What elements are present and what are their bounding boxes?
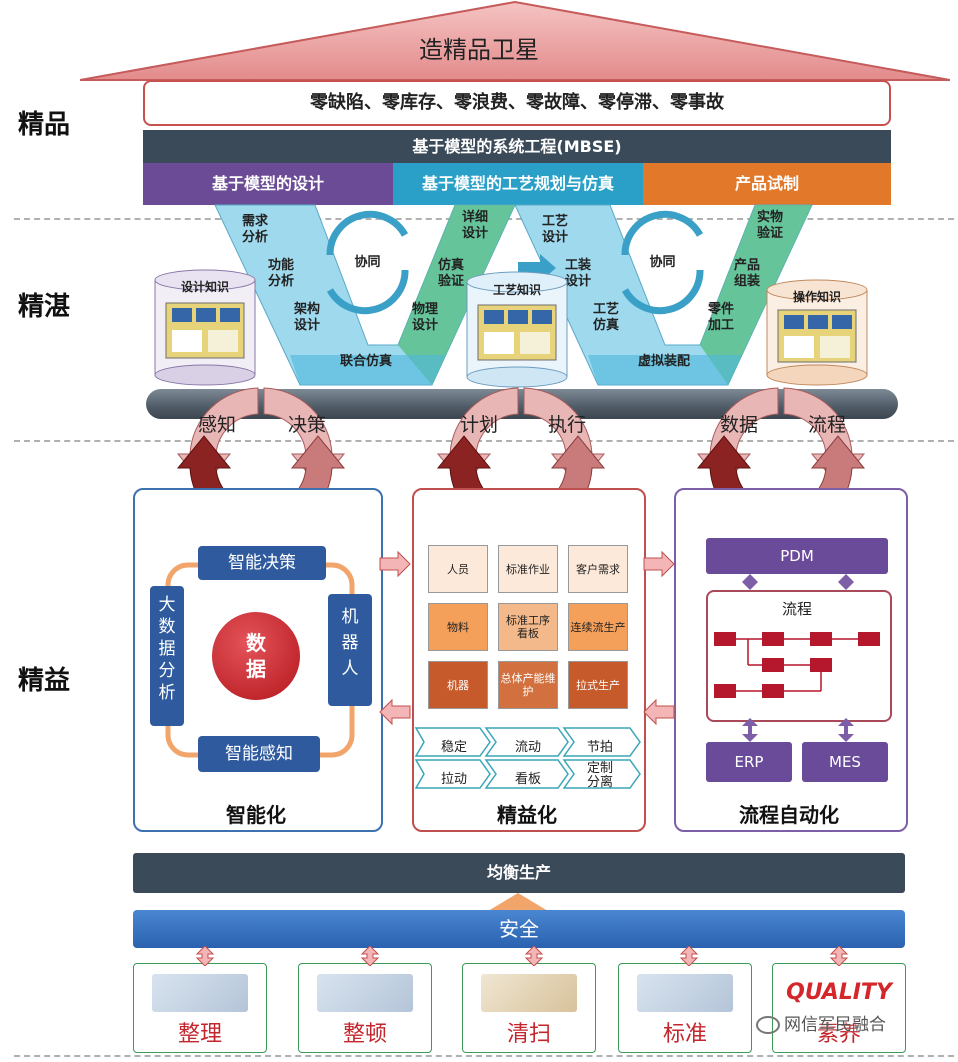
cycle2-label: 执行: [548, 414, 587, 436]
5s-box-seiso: 清扫: [462, 963, 596, 1053]
v1-label: 需求 分析: [241, 214, 268, 245]
watermark: 网信军民融合: [756, 1010, 956, 1035]
lean-grid-cell: 拉式生产: [568, 661, 628, 709]
panel-connector-arrows: [379, 550, 675, 726]
lean-chevrons: [414, 727, 641, 789]
chevron-label: 定制 分离: [586, 761, 613, 790]
cycle3-label: 数据: [720, 414, 759, 436]
bigdata-box: 大 数 据 分 析: [150, 586, 184, 726]
divider: [14, 440, 954, 442]
panel-title-intelligent: 智能化: [226, 803, 286, 827]
v2-bottom-label: 虚拟装配: [637, 354, 690, 369]
5s-connector-arrows: [195, 946, 849, 966]
process-label: 流程: [781, 600, 812, 618]
data-circle: 数 据: [212, 612, 300, 700]
v2-label: 实物 验证: [756, 210, 783, 241]
mes-box: MES: [802, 742, 888, 782]
5s-label: 整理: [177, 1022, 222, 1047]
band-model-design: 基于模型的设计: [143, 163, 393, 205]
5s-box-seiketsu: 标准: [618, 963, 752, 1053]
goals-bar: 零缺陷、零库存、零浪费、零故障、零停滞、零事故: [143, 80, 891, 126]
v1-label: 物理 设计: [411, 302, 438, 333]
lean-grid-cell: 总体产能维 护: [498, 661, 558, 709]
smart-perception-box: 智能感知: [198, 736, 320, 772]
pdm-box: PDM: [706, 538, 888, 574]
robot-box: 机 器 人: [328, 594, 372, 706]
workstations-image: [637, 974, 733, 1012]
v1-bottom-label: 联合仿真: [339, 354, 392, 369]
cleaning-image: [481, 974, 577, 1012]
flow-connectors: [742, 574, 854, 742]
lean-grid-cell: 物料: [428, 603, 488, 651]
roof-title: 造精品卫星: [419, 36, 539, 64]
knowledge-label-design: 设计知识: [180, 280, 229, 294]
operation-knowledge-cylinder: [766, 279, 868, 386]
lean-grid-cell: 连续流生产: [568, 603, 628, 651]
smart-decision-box: 智能决策: [198, 546, 326, 580]
process-flow-chart: [714, 632, 880, 698]
v1-label: 详细 设计: [461, 210, 488, 241]
v2-label: 工装 设计: [564, 258, 591, 289]
v1-label: 架构 设计: [293, 302, 320, 333]
v2-label: 工艺 设计: [541, 214, 568, 245]
balanced-production-bar: 均衡生产: [133, 853, 905, 893]
safety-bar: 安全: [133, 910, 905, 948]
chevron-label: 看板: [514, 772, 541, 787]
level-label-jingzhan: 精湛: [18, 292, 71, 322]
cycle2-label: 计划: [460, 414, 499, 436]
5s-box-seiri: 整理: [133, 963, 267, 1053]
cycle1-label: 决策: [288, 414, 327, 436]
office-image: [152, 974, 248, 1012]
level-label-jingyi: 精益: [18, 666, 71, 696]
erp-box: ERP: [706, 742, 792, 782]
v2-label: 产品 组装: [733, 258, 760, 289]
watermark-text: 网信军民融合: [784, 1015, 886, 1035]
5s-label: 整顿: [342, 1022, 387, 1047]
5s-box-shitsuke: QUALITY 素养: [772, 963, 906, 1053]
chevron-label: 流动: [514, 740, 541, 755]
design-knowledge-cylinder: [154, 269, 256, 386]
wechat-icon: [756, 1016, 780, 1034]
level-label-jingpin: 精品: [18, 110, 71, 140]
lean-grid-cell: 机器: [428, 661, 488, 709]
lean-grid-cell: 标准作业: [498, 545, 558, 593]
v1-label: 功能 分析: [267, 258, 294, 289]
panel-title-flow-automation: 流程自动化: [739, 803, 839, 827]
lean-grid-cell: 客户需求: [568, 545, 628, 593]
band-process-planning: 基于模型的工艺规划与仿真: [393, 163, 643, 205]
v2-center-label: 协同: [649, 255, 676, 270]
chevron-label: 节拍: [586, 740, 613, 755]
band-trial-production: 产品试制: [643, 163, 891, 205]
cycle1-label: 感知: [198, 414, 237, 436]
knowledge-label-process: 工艺知识: [492, 283, 541, 297]
process-knowledge-cylinder: [466, 271, 568, 388]
v2-label: 工艺 仿真: [592, 302, 619, 333]
5s-label: 素养: [816, 1022, 861, 1047]
panel-title-lean: 精益化: [497, 803, 557, 827]
5s-label: 清扫: [506, 1022, 551, 1047]
v1-label: 仿真 验证: [437, 258, 464, 289]
chevron-label: 拉动: [440, 772, 467, 787]
cycle3-label: 流程: [808, 414, 847, 436]
storage-image: [317, 974, 413, 1012]
lean-grid-cell: 人员: [428, 545, 488, 593]
5s-box-seiton: 整顿: [298, 963, 432, 1053]
quality-logo: QUALITY: [786, 980, 892, 1005]
v2-label: 零件 加工: [707, 302, 734, 333]
v-model-diagram: [214, 204, 813, 386]
divider: [14, 1055, 954, 1057]
up-arrow-icon: [488, 893, 548, 911]
lean-grid-cell: 标准工序 看板: [498, 603, 558, 651]
v1-center-label: 协同: [354, 255, 381, 270]
process-box: [706, 590, 892, 722]
chevron-label: 稳定: [440, 740, 467, 755]
mbse-bar: 基于模型的系统工程(MBSE): [143, 130, 891, 163]
5s-label: 标准: [662, 1022, 707, 1047]
knowledge-label-operation: 操作知识: [792, 290, 841, 304]
